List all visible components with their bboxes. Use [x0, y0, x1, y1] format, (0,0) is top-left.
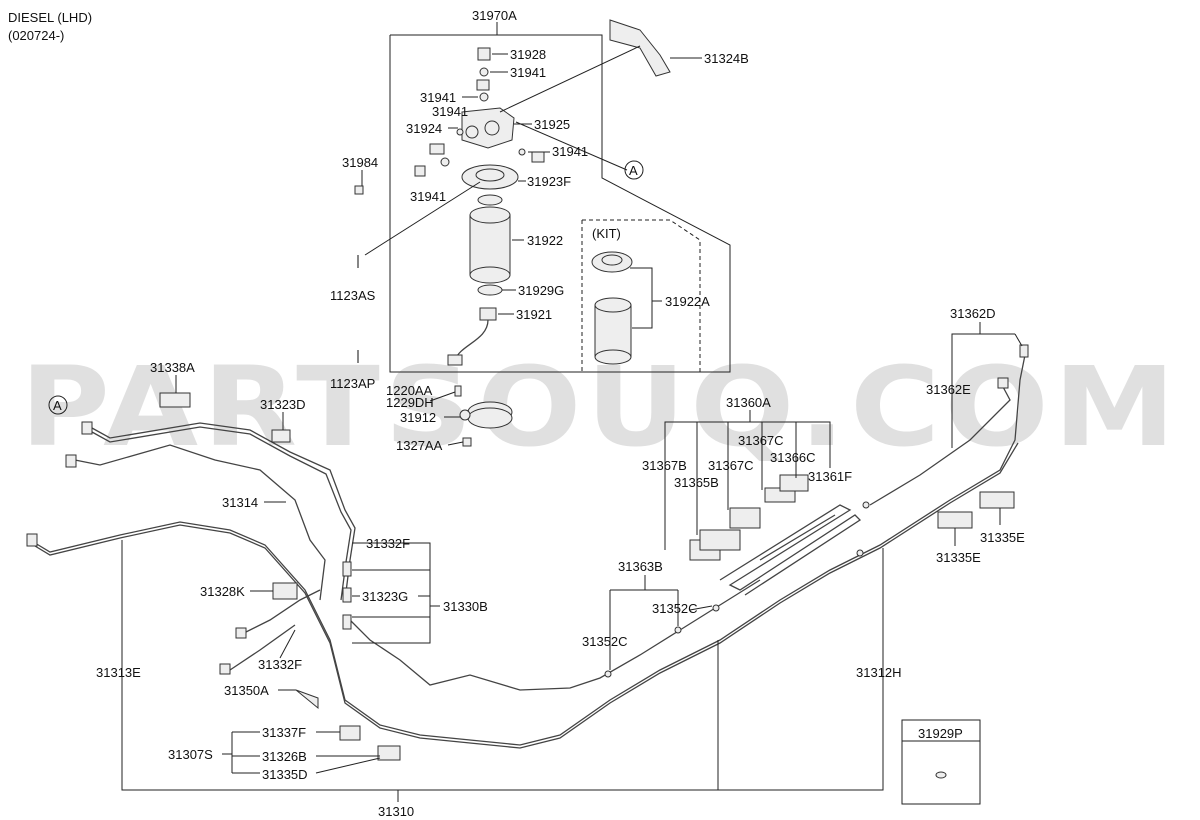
label-31362d[interactable]: 31362D [950, 306, 996, 321]
label-kit: (KIT) [592, 226, 621, 241]
label-1123ap[interactable]: 1123AP [330, 376, 375, 391]
label-31929p[interactable]: 31929P [918, 726, 963, 741]
label-31326b[interactable]: 31326B [262, 749, 307, 764]
label-31941-e[interactable]: 31941 [410, 189, 446, 204]
label-1220aa[interactable]: 1220AA [386, 383, 433, 398]
label-31366c[interactable]: 31366C [770, 450, 816, 465]
label-31970a[interactable]: 31970A [472, 8, 517, 23]
label-31941-a[interactable]: 31941 [510, 65, 546, 80]
label-31367b[interactable]: 31367B [642, 458, 687, 473]
label-31314[interactable]: 31314 [222, 495, 258, 510]
ref-a-top: A [629, 163, 638, 178]
label-31332f-a[interactable]: 31332F [366, 536, 410, 551]
label-31337f[interactable]: 31337F [262, 725, 306, 740]
label-31310[interactable]: 31310 [378, 804, 414, 819]
ref-a-left: A [53, 398, 62, 413]
label-31928[interactable]: 31928 [510, 47, 546, 62]
label-31312h[interactable]: 31312H [856, 665, 902, 680]
label-31330b[interactable]: 31330B [443, 599, 488, 614]
part-labels: 31970A 31928 31941 31324B 31941 31941 31… [96, 8, 1025, 819]
label-31912[interactable]: 31912 [400, 410, 436, 425]
label-1123as[interactable]: 1123AS [330, 288, 376, 303]
leader-lines [121, 53, 1023, 805]
clamp-band-parts[interactable] [454, 385, 513, 447]
label-31929g[interactable]: 31929G [518, 283, 564, 298]
label-31324b[interactable]: 31324B [704, 51, 749, 66]
header-engine: DIESEL (LHD) [8, 10, 92, 25]
label-31335d[interactable]: 31335D [262, 767, 308, 782]
label-31925[interactable]: 31925 [534, 117, 570, 132]
header-date-range: (020724-) [8, 28, 64, 43]
ref-a-circle-top [624, 160, 644, 180]
label-31363b[interactable]: 31363B [618, 559, 663, 574]
label-31307s[interactable]: 31307S [168, 747, 213, 762]
label-31350a[interactable]: 31350A [224, 683, 269, 698]
label-31984[interactable]: 31984 [342, 155, 378, 170]
label-31323d[interactable]: 31323D [260, 397, 306, 412]
label-31328k[interactable]: 31328K [200, 584, 245, 599]
label-31335e-b[interactable]: 31335E [936, 550, 981, 565]
label-1327aa[interactable]: 1327AA [396, 438, 443, 453]
label-31941-c[interactable]: 31941 [432, 104, 468, 119]
label-31921[interactable]: 31921 [516, 307, 552, 322]
label-31365b[interactable]: 31365B [674, 475, 719, 490]
label-31923f[interactable]: 31923F [527, 174, 571, 189]
label-31360a[interactable]: 31360A [726, 395, 771, 410]
label-1229dh[interactable]: 1229DH [386, 395, 434, 410]
label-31367c-b[interactable]: 31367C [708, 458, 754, 473]
filter-head-parts[interactable] [354, 19, 671, 366]
label-31352c-b[interactable]: 31352C [582, 634, 628, 649]
label-31367c-a[interactable]: 31367C [738, 433, 784, 448]
label-31323g[interactable]: 31323G [362, 589, 408, 604]
label-31924[interactable]: 31924 [406, 121, 442, 136]
label-31362e[interactable]: 31362E [926, 382, 971, 397]
filter-assembly-group [389, 22, 731, 373]
label-31332f-b[interactable]: 31332F [258, 657, 302, 672]
label-31352c-a[interactable]: 31352C [652, 601, 698, 616]
label-31922[interactable]: 31922 [527, 233, 563, 248]
label-31941-d[interactable]: 31941 [552, 144, 588, 159]
ref-a-circle-left [48, 395, 68, 415]
label-31361f[interactable]: 31361F [808, 469, 852, 484]
label-31941-b[interactable]: 31941 [420, 90, 456, 105]
label-31922a[interactable]: 31922A [665, 294, 710, 309]
label-31335e-a[interactable]: 31335E [980, 530, 1025, 545]
watermark: PARTSOUQ.COM [20, 343, 1180, 471]
label-31338a[interactable]: 31338A [150, 360, 195, 375]
label-31313e[interactable]: 31313E [96, 665, 141, 680]
fuel-lines[interactable] [26, 344, 1029, 761]
